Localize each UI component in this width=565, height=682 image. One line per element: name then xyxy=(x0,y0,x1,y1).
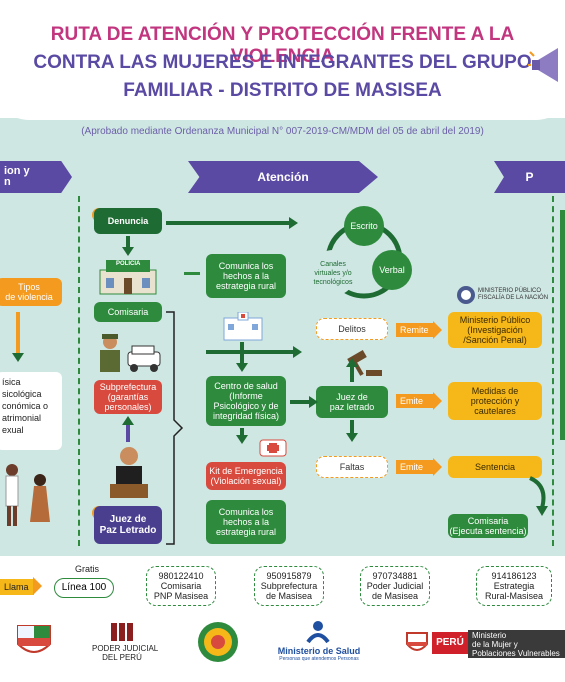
phone-card-comisaria[interactable]: 980122410 Comisaria PNP Masisea xyxy=(146,566,216,606)
emite-arrow-1: Emite xyxy=(396,392,442,410)
family-illustration xyxy=(5,464,50,526)
police-station-icon xyxy=(99,260,157,295)
comunica-hechos-box-1: Comunica los hechos a la estrategia rura… xyxy=(206,254,286,298)
arrow-juez-up-2 xyxy=(346,358,358,382)
ministerio-publico-logo-text: MINISTERIO PÚBLICO FISCALÍA DE LA NACIÓN xyxy=(478,288,549,301)
poder-judicial-logo-text: PODER JUDICIAL DEL PERÚ xyxy=(92,644,159,662)
comisaria-box: Comisaria xyxy=(94,302,162,322)
phone-entity: Poder Judicial de Masisea xyxy=(366,581,424,601)
llama-arrow: Llama xyxy=(0,577,42,595)
arrow-police-right xyxy=(184,272,200,275)
phone-entity: Estrategia Rural-Masisea xyxy=(484,581,544,601)
police-officer-icon xyxy=(100,334,161,372)
channel-escrito: Escrito xyxy=(344,206,384,246)
list-item: conómica o xyxy=(2,401,49,411)
kit-emergencia-box: Kit de Emergencia (Violación sexual) xyxy=(206,462,286,490)
arrow-denuncia-right xyxy=(166,217,298,229)
peru-coat-of-arms-icon xyxy=(17,625,51,653)
title-card xyxy=(0,0,565,120)
phone-number: 950915879 xyxy=(266,571,312,581)
linea-100-button[interactable]: Línea 100 xyxy=(54,578,114,598)
arrow-juez-down xyxy=(346,420,358,442)
divider-left xyxy=(78,196,80,546)
right-edge-bar xyxy=(560,210,565,440)
gratis-label: Gratis xyxy=(74,564,99,574)
minsa-logo-icon xyxy=(306,621,330,644)
list-item: exual xyxy=(2,425,24,435)
remite-arrow: Remite xyxy=(396,321,442,339)
denuncia-box: Denuncia xyxy=(94,208,162,234)
phone-number: 914186123 xyxy=(491,571,537,581)
juez-paz-box: Juez de paz letrado xyxy=(316,386,388,418)
ministerio-publico-box: Ministerio Público (Investigación /Sanci… xyxy=(448,312,542,348)
arrow-kit-down xyxy=(236,428,248,444)
arrow-juez-up xyxy=(122,416,134,442)
ministerio-publico-seal-icon xyxy=(457,286,475,304)
channel-verbal: Verbal xyxy=(372,250,412,290)
channel-virtual: Canales virtuales y/o tecnológicos xyxy=(310,250,356,296)
arrow-denuncia-down xyxy=(122,236,134,256)
emite-arrow-2: Emite xyxy=(396,458,442,476)
bracket xyxy=(166,311,184,545)
violence-types-list: ísica sicológica conómica o atrimonial e… xyxy=(0,372,62,450)
curved-arrow xyxy=(529,476,548,516)
list-item: atrimonial xyxy=(2,413,42,423)
phone-card-poder-judicial[interactable]: 970734881 Poder Judicial de Masisea xyxy=(360,566,430,606)
subprefectura-box: Subprefectura (garantías personales) xyxy=(94,380,162,414)
title-line-2: CONTRA LAS MUJERES E INTEGRANTES DEL GRU… xyxy=(33,52,532,73)
title-line-1: RUTA DE ATENCIÓN Y PROTECCIÓN FRENTE A L… xyxy=(50,24,515,67)
faltas-pill: Faltas xyxy=(316,456,388,478)
poder-judicial-logo-icon xyxy=(111,623,133,641)
list-item: ísica xyxy=(2,377,21,387)
megaphone-icon xyxy=(528,48,558,82)
title-line-3: FAMILIAR - DISTRITO DE MASISEA xyxy=(123,80,442,101)
phone-card-estrategia[interactable]: 914186123 Estrategia Rural-Masisea xyxy=(476,566,552,606)
minsa-logo-text: Ministerio de Salud xyxy=(277,646,361,656)
minsa-slogan: Personas que atendemos Personas xyxy=(279,656,359,662)
police-sign: POLICIA xyxy=(116,261,141,267)
arrow-to-juez xyxy=(290,396,318,408)
judge-icon xyxy=(110,447,148,498)
delitos-pill: Delitos xyxy=(316,318,388,340)
banner-proteccion: P xyxy=(494,161,565,193)
medidas-proteccion-box: Medidas de protección y cautelares xyxy=(448,382,542,420)
comunica-hechos-box-2: Comunica los hechos a la estrategia rura… xyxy=(206,500,286,544)
phone-number: 970734881 xyxy=(372,571,418,581)
peru-brand-badge: PERÚ xyxy=(432,632,468,654)
phone-entity: Comisaria PNP Masisea xyxy=(153,581,209,601)
phone-number: 980122410 xyxy=(158,571,204,581)
ordinance-note: (Aprobado mediante Ordenanza Municipal N… xyxy=(81,126,484,137)
juez-paz-letrado-box: Juez de Paz Letrado xyxy=(94,506,162,544)
peru-shield-small-icon xyxy=(406,632,428,651)
sentencia-box: Sentencia xyxy=(448,456,542,478)
centro-salud-box: Centro de salud (Informe Psicológico y d… xyxy=(206,376,286,426)
banner-prevention: ion y n xyxy=(0,161,72,193)
police-crest-icon xyxy=(198,622,238,662)
arrow-tipos-down xyxy=(12,312,24,362)
mimp-brand-block: Ministerio de la Mujer y Poblaciones Vul… xyxy=(468,630,565,658)
phone-entity: Subprefectura de Masisea xyxy=(260,581,318,601)
first-aid-kit-icon xyxy=(259,439,287,457)
banner-atencion: Atención xyxy=(188,161,378,193)
list-item: sicológica xyxy=(2,389,42,399)
arrow-centro-right xyxy=(206,346,302,358)
hospital-icon xyxy=(223,312,263,341)
arrow-centro-down xyxy=(236,342,248,372)
tipos-violencia-box: Tipos de violencia xyxy=(0,278,62,306)
comisaria-ejecuta-box: Comisaria (Ejecuta sentencia) xyxy=(448,514,528,538)
phone-card-subprefectura[interactable]: 950915879 Subprefectura de Masisea xyxy=(254,566,324,606)
divider-right xyxy=(552,196,554,546)
